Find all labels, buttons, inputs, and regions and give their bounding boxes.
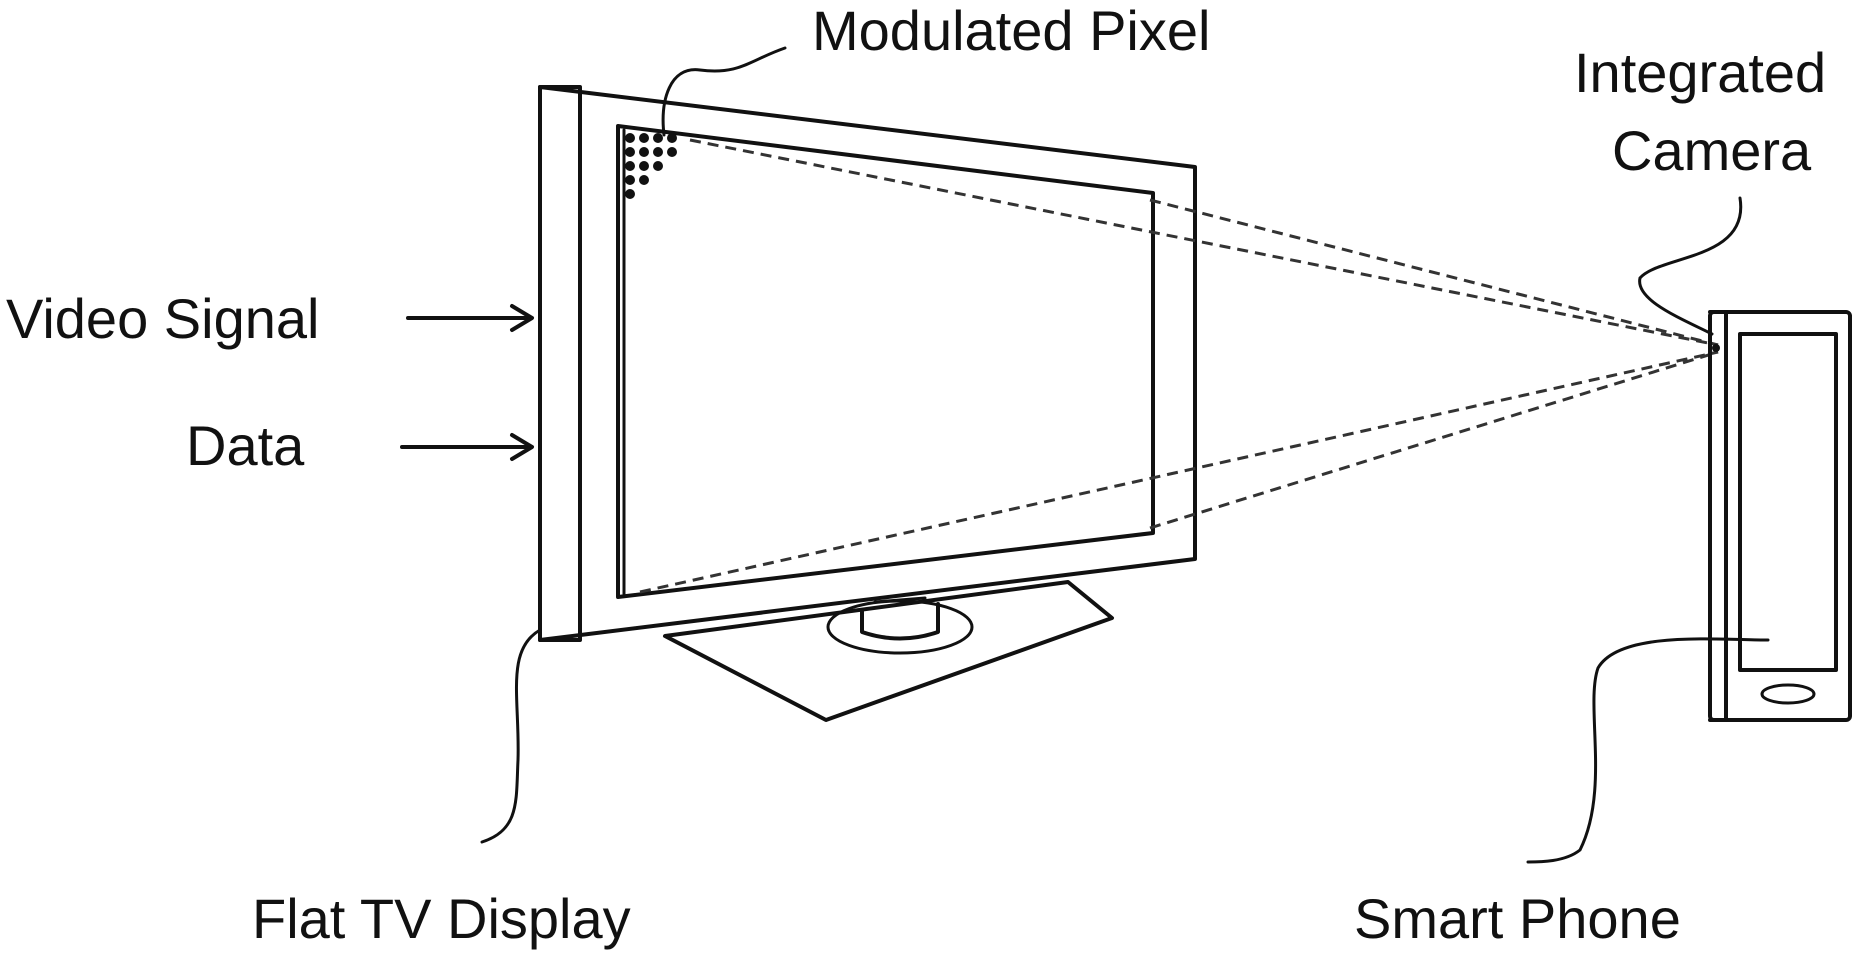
video-signal-arrow (406, 304, 534, 332)
modulated-pixel-leader (661, 46, 787, 137)
flat-tv-display-leader (480, 628, 542, 844)
label-modulated-pixel: Modulated Pixel (812, 0, 1210, 62)
label-integrated: Integrated (1574, 41, 1826, 104)
integrated-camera-leader (1638, 196, 1743, 336)
data-arrow (400, 433, 534, 461)
flat-tv-display (538, 85, 1197, 642)
camera-view-rays (639, 138, 1719, 594)
phone-screen (1738, 332, 1838, 672)
label-camera: Camera (1612, 119, 1812, 182)
label-smart-phone: Smart Phone (1354, 887, 1681, 950)
label-flat-tv-display: Flat TV Display (252, 887, 631, 950)
smart-phone (1708, 310, 1852, 722)
tv-screen (616, 124, 1155, 599)
tv-stand (663, 580, 1114, 722)
modulated-pixel-dots (625, 133, 677, 199)
smart-phone-leader (1526, 637, 1770, 864)
phone-home-button (1760, 683, 1816, 705)
label-data: Data (186, 414, 305, 477)
label-video-signal: Video Signal (6, 287, 319, 350)
integrated-camera-lens (1712, 344, 1720, 352)
